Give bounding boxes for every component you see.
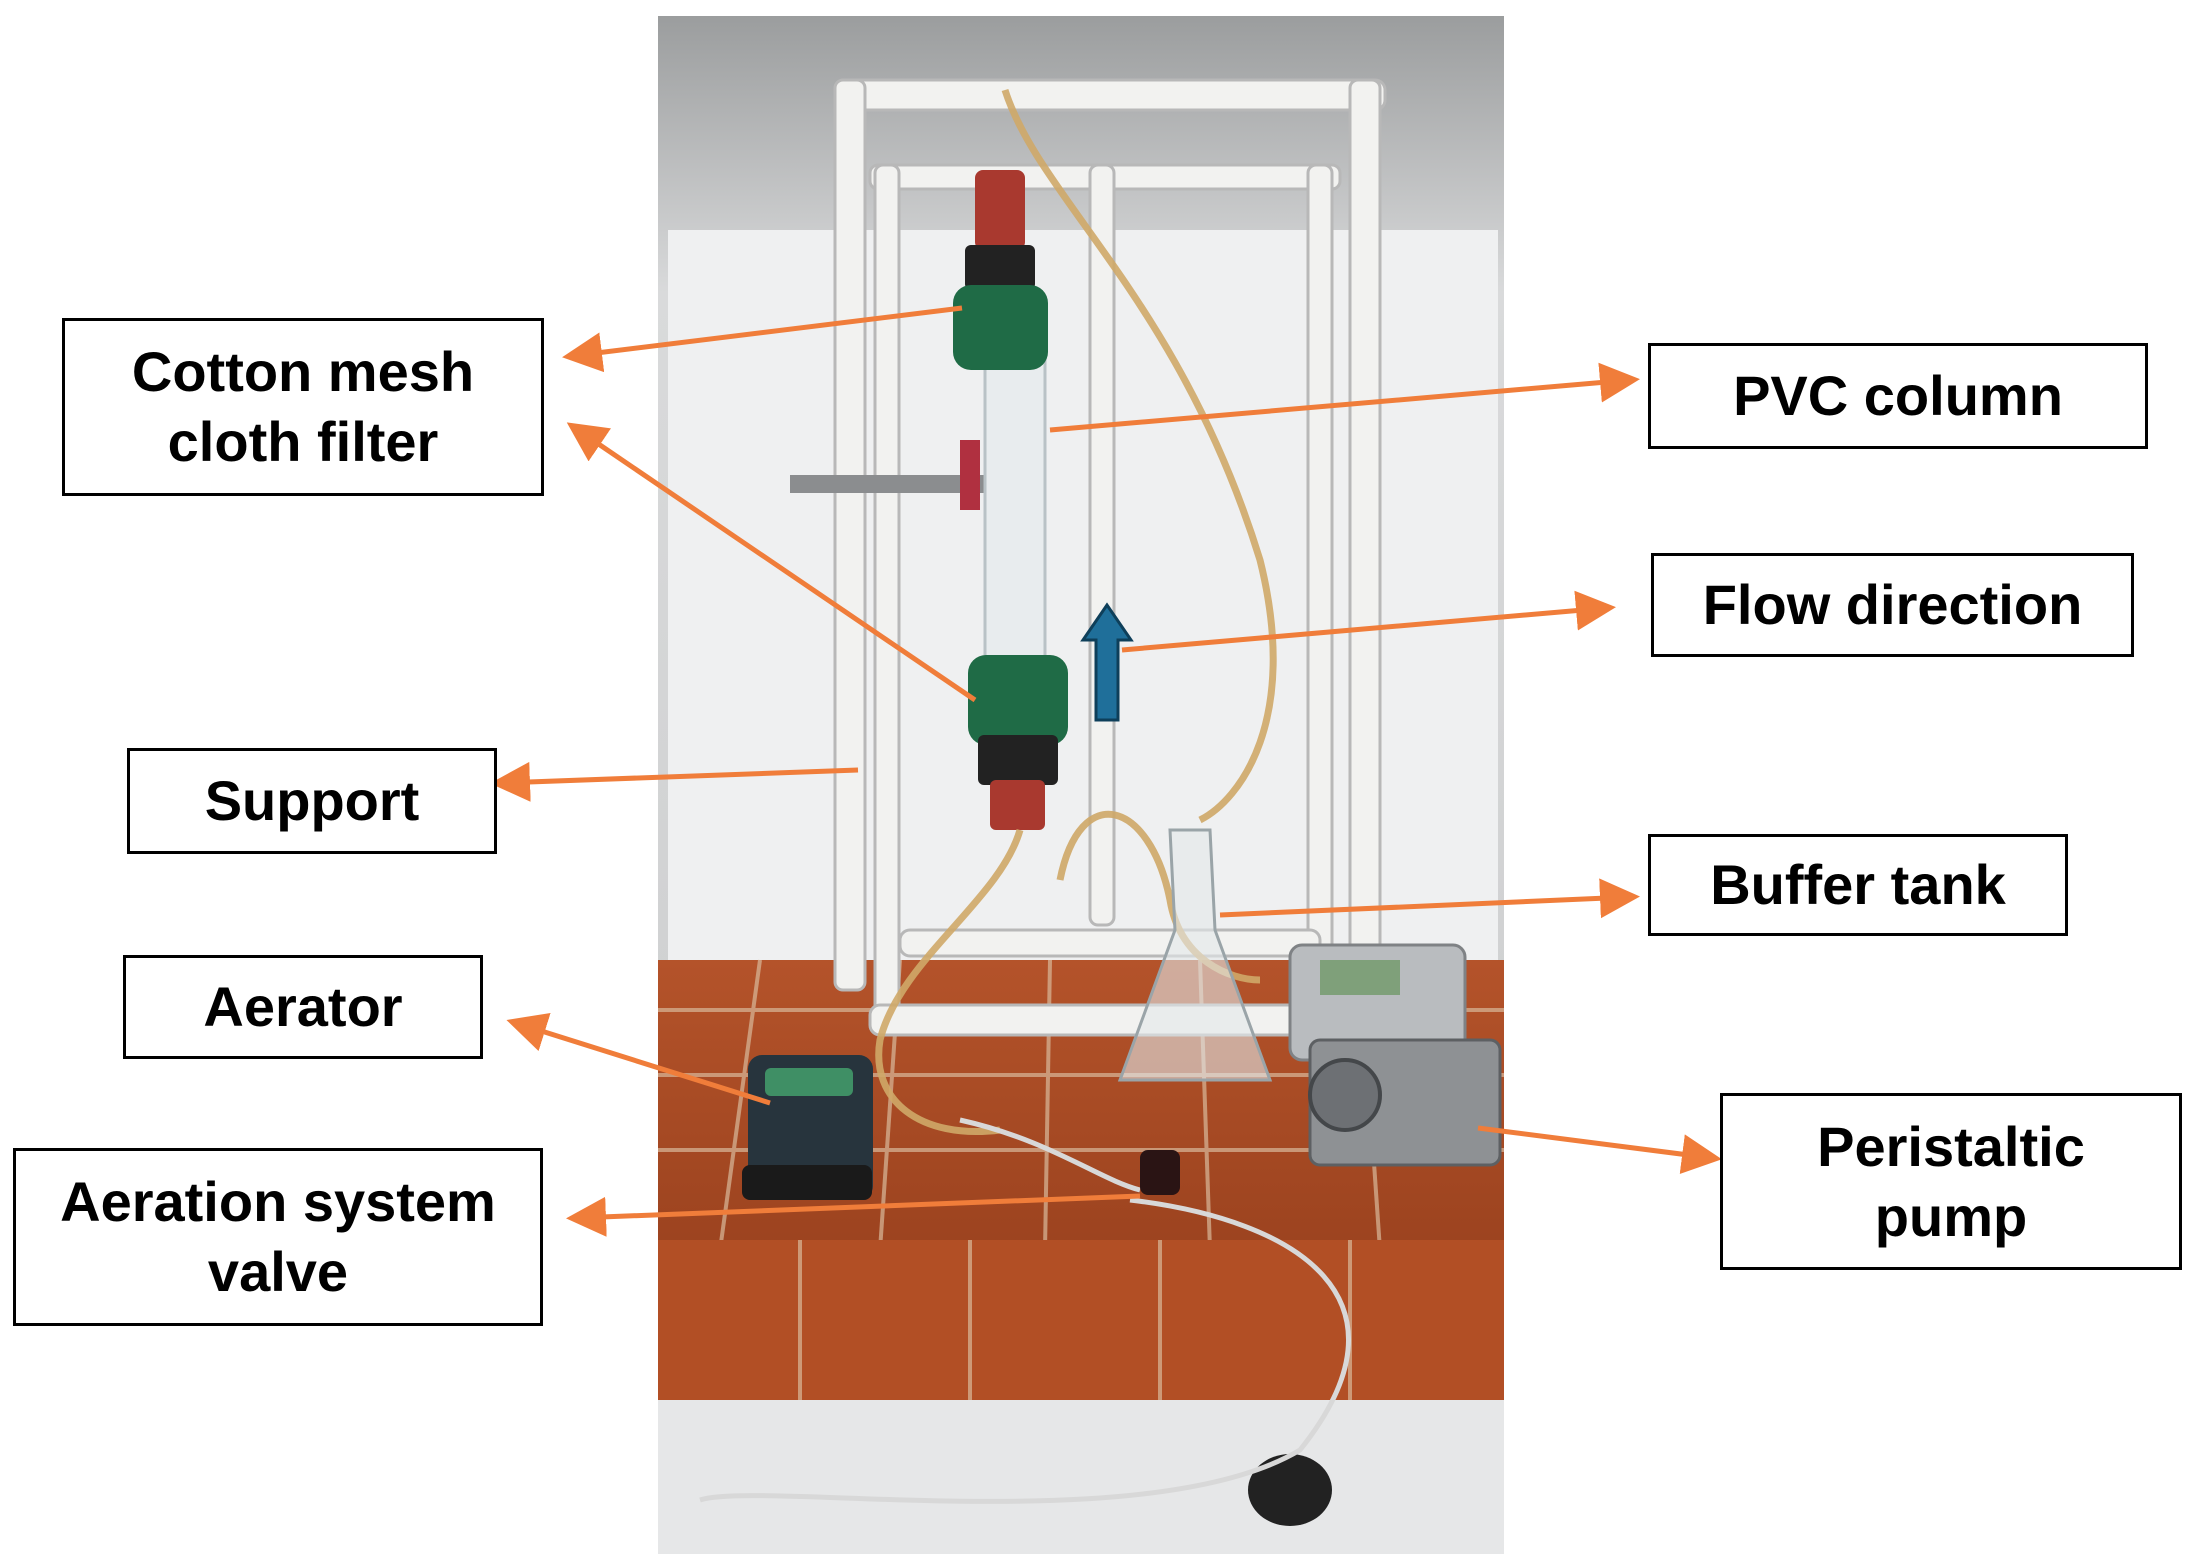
label-buffer-tank: Buffer tank [1648,834,2068,936]
label-peristaltic-pump: Peristaltic pump [1720,1093,2182,1270]
label-aeration-system-valve: Aeration system valve [13,1148,543,1326]
label-pvc-column: PVC column [1648,343,2148,449]
label-cotton-mesh-cloth-filter: Cotton mesh cloth filter [62,318,544,496]
photo-frame [658,16,1504,1554]
label-aerator: Aerator [123,955,483,1059]
label-support: Support [127,748,497,854]
label-flow-direction: Flow direction [1651,553,2134,657]
